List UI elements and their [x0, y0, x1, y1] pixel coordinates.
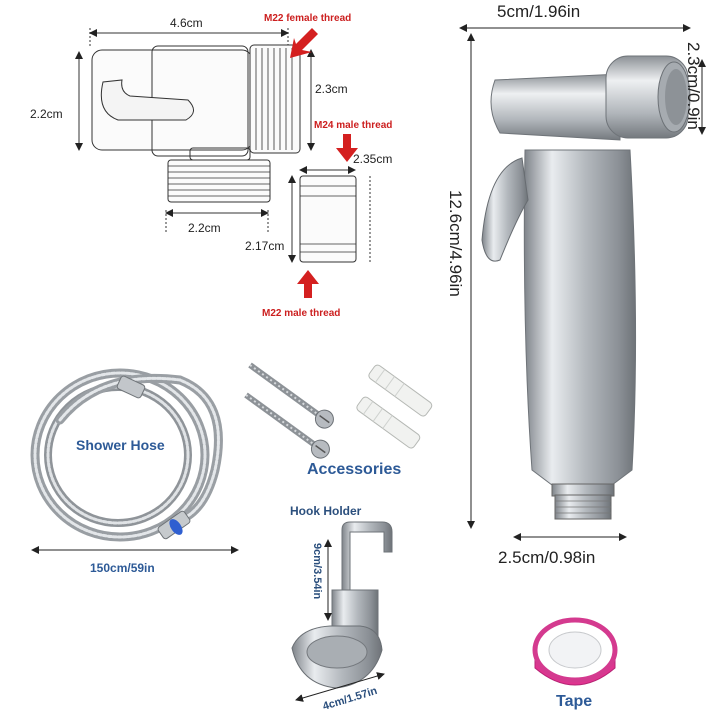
hook-height-label: 9cm/3.54in — [311, 543, 323, 600]
sprayer-base-label: 2.5cm/0.98in — [498, 548, 595, 567]
accessories-label: Accessories — [307, 461, 401, 478]
screw-icon — [244, 362, 334, 459]
m24-arrow — [336, 134, 358, 162]
hook-holder-label: Hook Holder — [290, 504, 362, 518]
anchor-icon — [356, 364, 433, 449]
sprayer-head-label: 2.3cm/0.9in — [684, 42, 703, 130]
hook-photo — [291, 521, 393, 689]
hose-length-label: 150cm/59in — [90, 561, 155, 575]
tape-label: Tape — [556, 693, 592, 710]
adapter-height-label: 2.2cm — [30, 107, 63, 121]
m22-arrow — [297, 270, 319, 298]
hose-photo — [30, 368, 223, 542]
m22-thread-label: M22 male thread — [262, 308, 340, 319]
hook-width-label: 4cm/1.57in — [321, 685, 379, 713]
adapter-drawing — [75, 28, 315, 232]
sprayer-dimensions — [459, 24, 706, 541]
tape-roll — [532, 617, 618, 686]
connector-drawing — [288, 166, 371, 264]
m24-thread-label: M24 male thread — [314, 120, 392, 131]
red-arrows — [290, 28, 358, 298]
hook-width-dimension — [295, 672, 385, 702]
female-thread-arrow — [290, 28, 318, 58]
sprayer-length-label: 12.6cm/4.96in — [446, 190, 465, 297]
sprayer-photo — [481, 55, 691, 520]
adapter-base-label: 2.2cm — [188, 221, 221, 235]
sprayer-width-label: 5cm/1.96in — [497, 2, 580, 21]
connector-height-label: 2.17cm — [245, 239, 284, 253]
connector-width-label: 2.35cm — [353, 152, 392, 166]
adapter-width-label: 4.6cm — [170, 16, 203, 30]
hose-name-label: Shower Hose — [76, 437, 165, 453]
female-thread-label: M22 female thread — [264, 13, 351, 24]
adapter-depth-label: 2.3cm — [315, 82, 348, 96]
